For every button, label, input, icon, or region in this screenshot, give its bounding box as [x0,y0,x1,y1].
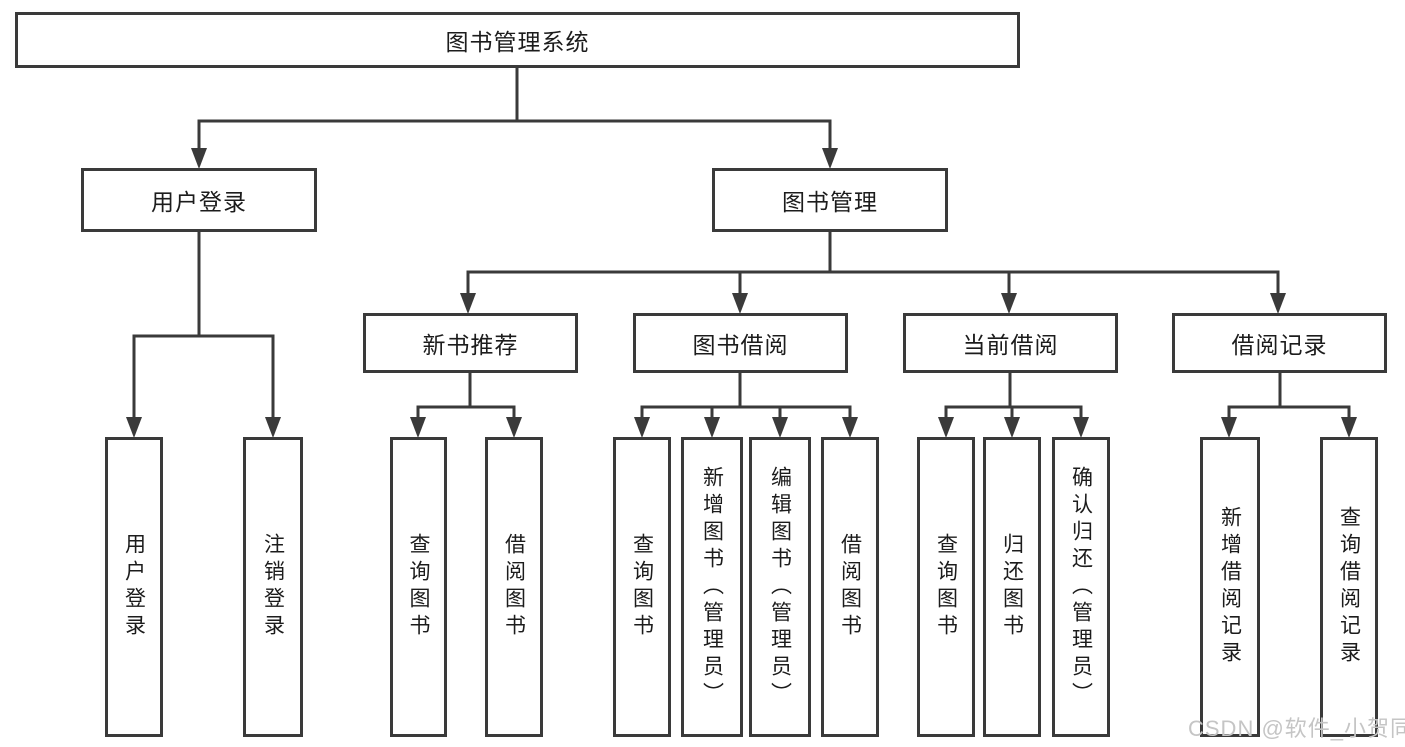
node-user-login: 用户登录 [81,168,317,232]
leaf-logout: 注销登录 [243,437,303,737]
node-book-borrow: 图书借阅 [633,313,848,373]
leaf-return-books: 归还图书 [983,437,1041,737]
leaf-query-books-borrow: 查询图书 [613,437,671,737]
leaf-query-books-recommend: 查询图书 [390,437,447,737]
leaf-borrow-books-borrow: 借阅图书 [821,437,879,737]
node-library-system: 图书管理系统 [15,12,1020,68]
node-current-borrow: 当前借阅 [903,313,1118,373]
node-new-book-recommend: 新书推荐 [363,313,578,373]
leaf-confirm-return-admin: 确认归还（管理员） [1052,437,1110,737]
leaf-add-borrow-record: 新增借阅记录 [1200,437,1260,737]
leaf-query-books-current: 查询图书 [917,437,975,737]
leaf-add-book-admin: 新增图书（管理员） [681,437,743,737]
watermark: CSDN @软件_小贺同学 [1188,716,1405,741]
node-book-management: 图书管理 [712,168,948,232]
node-borrow-records: 借阅记录 [1172,313,1387,373]
leaf-user-login: 用户登录 [105,437,163,737]
leaf-edit-book-admin: 编辑图书（管理员） [749,437,811,737]
leaf-query-borrow-record: 查询借阅记录 [1320,437,1378,737]
leaf-borrow-books-recommend: 借阅图书 [485,437,543,737]
